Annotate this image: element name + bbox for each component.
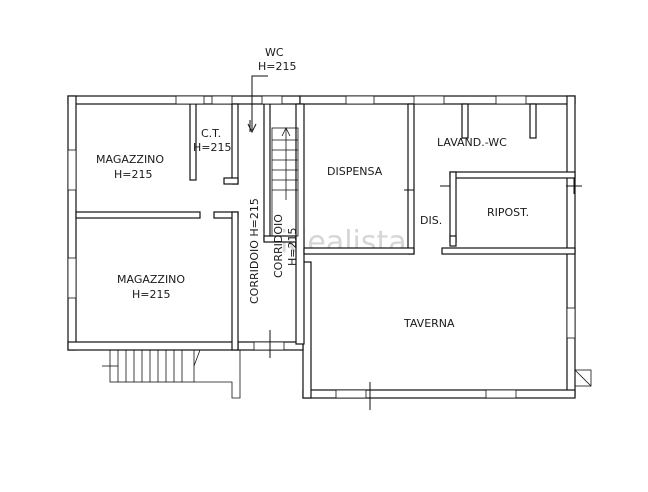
ripost-label: RIPOST. — [487, 206, 529, 219]
magazzino-2-label: MAGAZZINO H=215 — [117, 273, 185, 301]
ct-name: C.T. — [201, 127, 221, 140]
magazzino-1-label: MAGAZZINO H=215 — [96, 153, 164, 181]
corridoio-2-label: CORRIDOIO H=215 — [272, 214, 299, 278]
magazzino-1-height: H=215 — [114, 168, 152, 181]
magazzino-2-name: MAGAZZINO — [117, 273, 185, 286]
dispensa-label: DISPENSA — [327, 165, 383, 178]
inner-stairs — [271, 127, 299, 237]
windows — [67, 95, 576, 399]
corridoio-2-height: H=215 — [286, 228, 299, 266]
lavand-wc-label: LAVAND.-WC — [437, 136, 507, 149]
ct-label: C.T. H=215 — [193, 127, 231, 154]
magazzino-1-name: MAGAZZINO — [96, 153, 164, 166]
misc-lines — [247, 75, 592, 410]
ct-height: H=215 — [193, 141, 231, 154]
wc-name: WC — [265, 46, 284, 59]
wc-label: WC H=215 — [258, 46, 296, 73]
wc-height: H=215 — [258, 60, 296, 73]
corridoio-1-label: CORRIDOIO H=215 — [248, 198, 261, 304]
exterior-stairs — [102, 349, 241, 399]
magazzino-2-height: H=215 — [132, 288, 170, 301]
dis-label: DIS. — [420, 214, 442, 227]
taverna-label: TAVERNA — [403, 317, 455, 330]
corridoio-2-name: CORRIDOIO — [272, 214, 285, 278]
interior-walls — [75, 103, 576, 351]
